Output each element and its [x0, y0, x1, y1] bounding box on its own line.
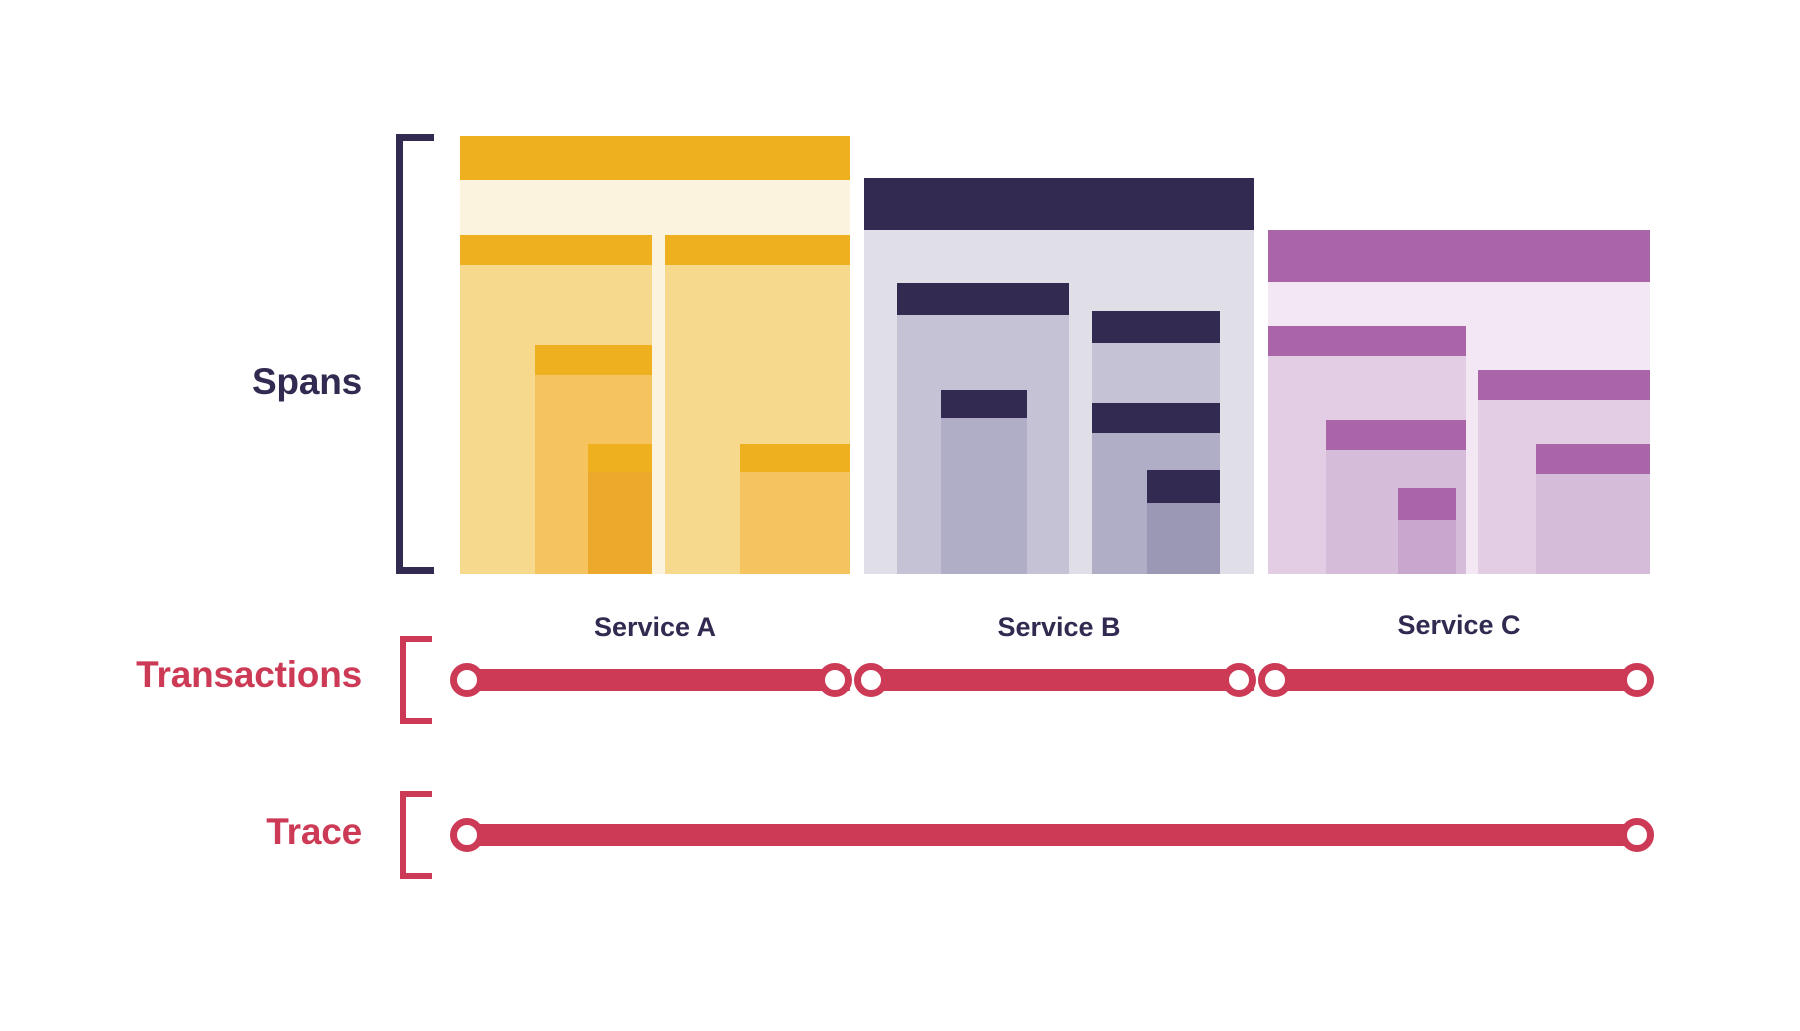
spans-visualization — [460, 136, 1650, 574]
transaction-b-end-dot[interactable] — [1222, 663, 1256, 697]
spans-bracket — [396, 134, 434, 574]
span-b-sibling2-header — [1092, 403, 1220, 433]
service-c-span-group — [1268, 230, 1650, 574]
transactions-row-label: Transactions — [136, 654, 362, 695]
span-c-sibling2-header — [1536, 444, 1650, 474]
span-b-root-header — [864, 178, 1254, 230]
service-c-caption: Service C — [1397, 610, 1521, 640]
transaction-b-line[interactable] — [864, 669, 1254, 691]
trace-start-dot[interactable] — [450, 818, 484, 852]
span-a-child2-header — [535, 345, 652, 375]
service-b-span-group — [864, 178, 1254, 574]
trace-bracket — [400, 791, 432, 879]
span-c-sibling1-header — [1478, 370, 1650, 400]
span-a-root-header — [460, 136, 850, 180]
trace-line[interactable] — [460, 824, 1650, 846]
service-b-caption: Service B — [997, 612, 1121, 642]
span-c-child3-header — [1398, 488, 1456, 520]
span-a-sibling1-header — [665, 235, 850, 265]
span-b-child2-body — [941, 390, 1027, 574]
transaction-b-start-dot[interactable] — [854, 663, 888, 697]
span-b-child1-header — [897, 283, 1069, 315]
service-a-span-group — [460, 136, 850, 574]
trace-row-label: Trace — [266, 811, 362, 852]
span-b-sibling3-header — [1147, 470, 1220, 503]
transaction-c-start-dot[interactable] — [1258, 663, 1292, 697]
transaction-a-start-dot[interactable] — [450, 663, 484, 697]
service-a-caption: Service A — [593, 612, 717, 642]
spans-row-label: Spans — [251, 361, 362, 402]
transactions-bracket — [400, 636, 432, 724]
span-a-sibling2-header — [740, 444, 850, 472]
transaction-c-line[interactable] — [1268, 669, 1650, 691]
span-a-child1-header — [460, 235, 652, 265]
span-c-child2-header — [1326, 420, 1466, 450]
span-b-child2-header — [941, 390, 1027, 418]
trace-end-dot[interactable] — [1620, 818, 1654, 852]
span-c-root-header — [1268, 230, 1650, 282]
transaction-c-end-dot[interactable] — [1620, 663, 1654, 697]
span-b-sibling1-header — [1092, 311, 1220, 343]
span-a-child3-header — [588, 444, 652, 472]
transaction-a-line[interactable] — [460, 669, 850, 691]
transaction-a-end-dot[interactable] — [818, 663, 852, 697]
span-c-child1-header — [1268, 326, 1466, 356]
